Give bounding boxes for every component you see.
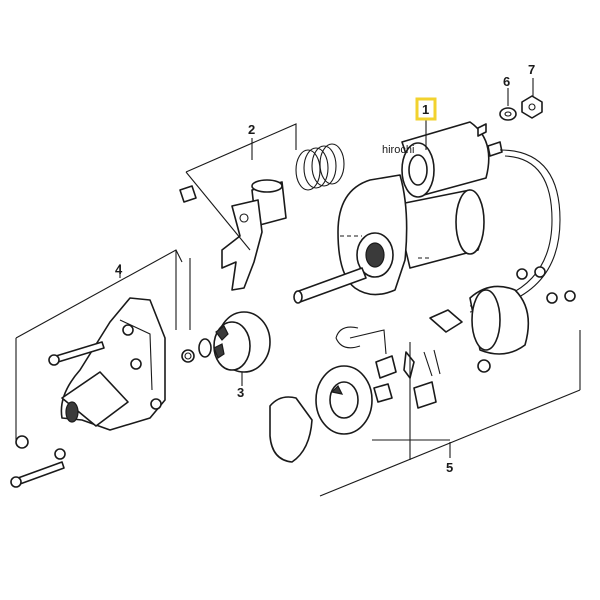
- callout-3-label: 3: [237, 385, 244, 400]
- part-7-nut: [521, 95, 543, 119]
- callout-4-label: 4: [115, 262, 123, 277]
- callout-5-label: 5: [446, 460, 453, 475]
- part-5-commutator-end-assembly: [269, 266, 576, 463]
- callout-2-label: 2: [248, 122, 255, 137]
- part-4-drive-end-housing: [10, 297, 166, 488]
- callout-1-label: 1: [422, 102, 429, 117]
- leader-lines: [15, 78, 581, 497]
- part-2-engaging-lever-and-spring: [179, 143, 345, 291]
- callout-7-label: 7: [528, 62, 535, 77]
- watermark-text: hirochi: [382, 144, 414, 156]
- callout-6-label: 6: [503, 74, 510, 89]
- spring: [295, 143, 345, 191]
- part-6-washer: [499, 107, 517, 121]
- part-1-solenoid-motor-assembly: [293, 121, 561, 313]
- callout-1-highlight: [415, 97, 437, 121]
- part-3-pinion-drive: [181, 311, 271, 373]
